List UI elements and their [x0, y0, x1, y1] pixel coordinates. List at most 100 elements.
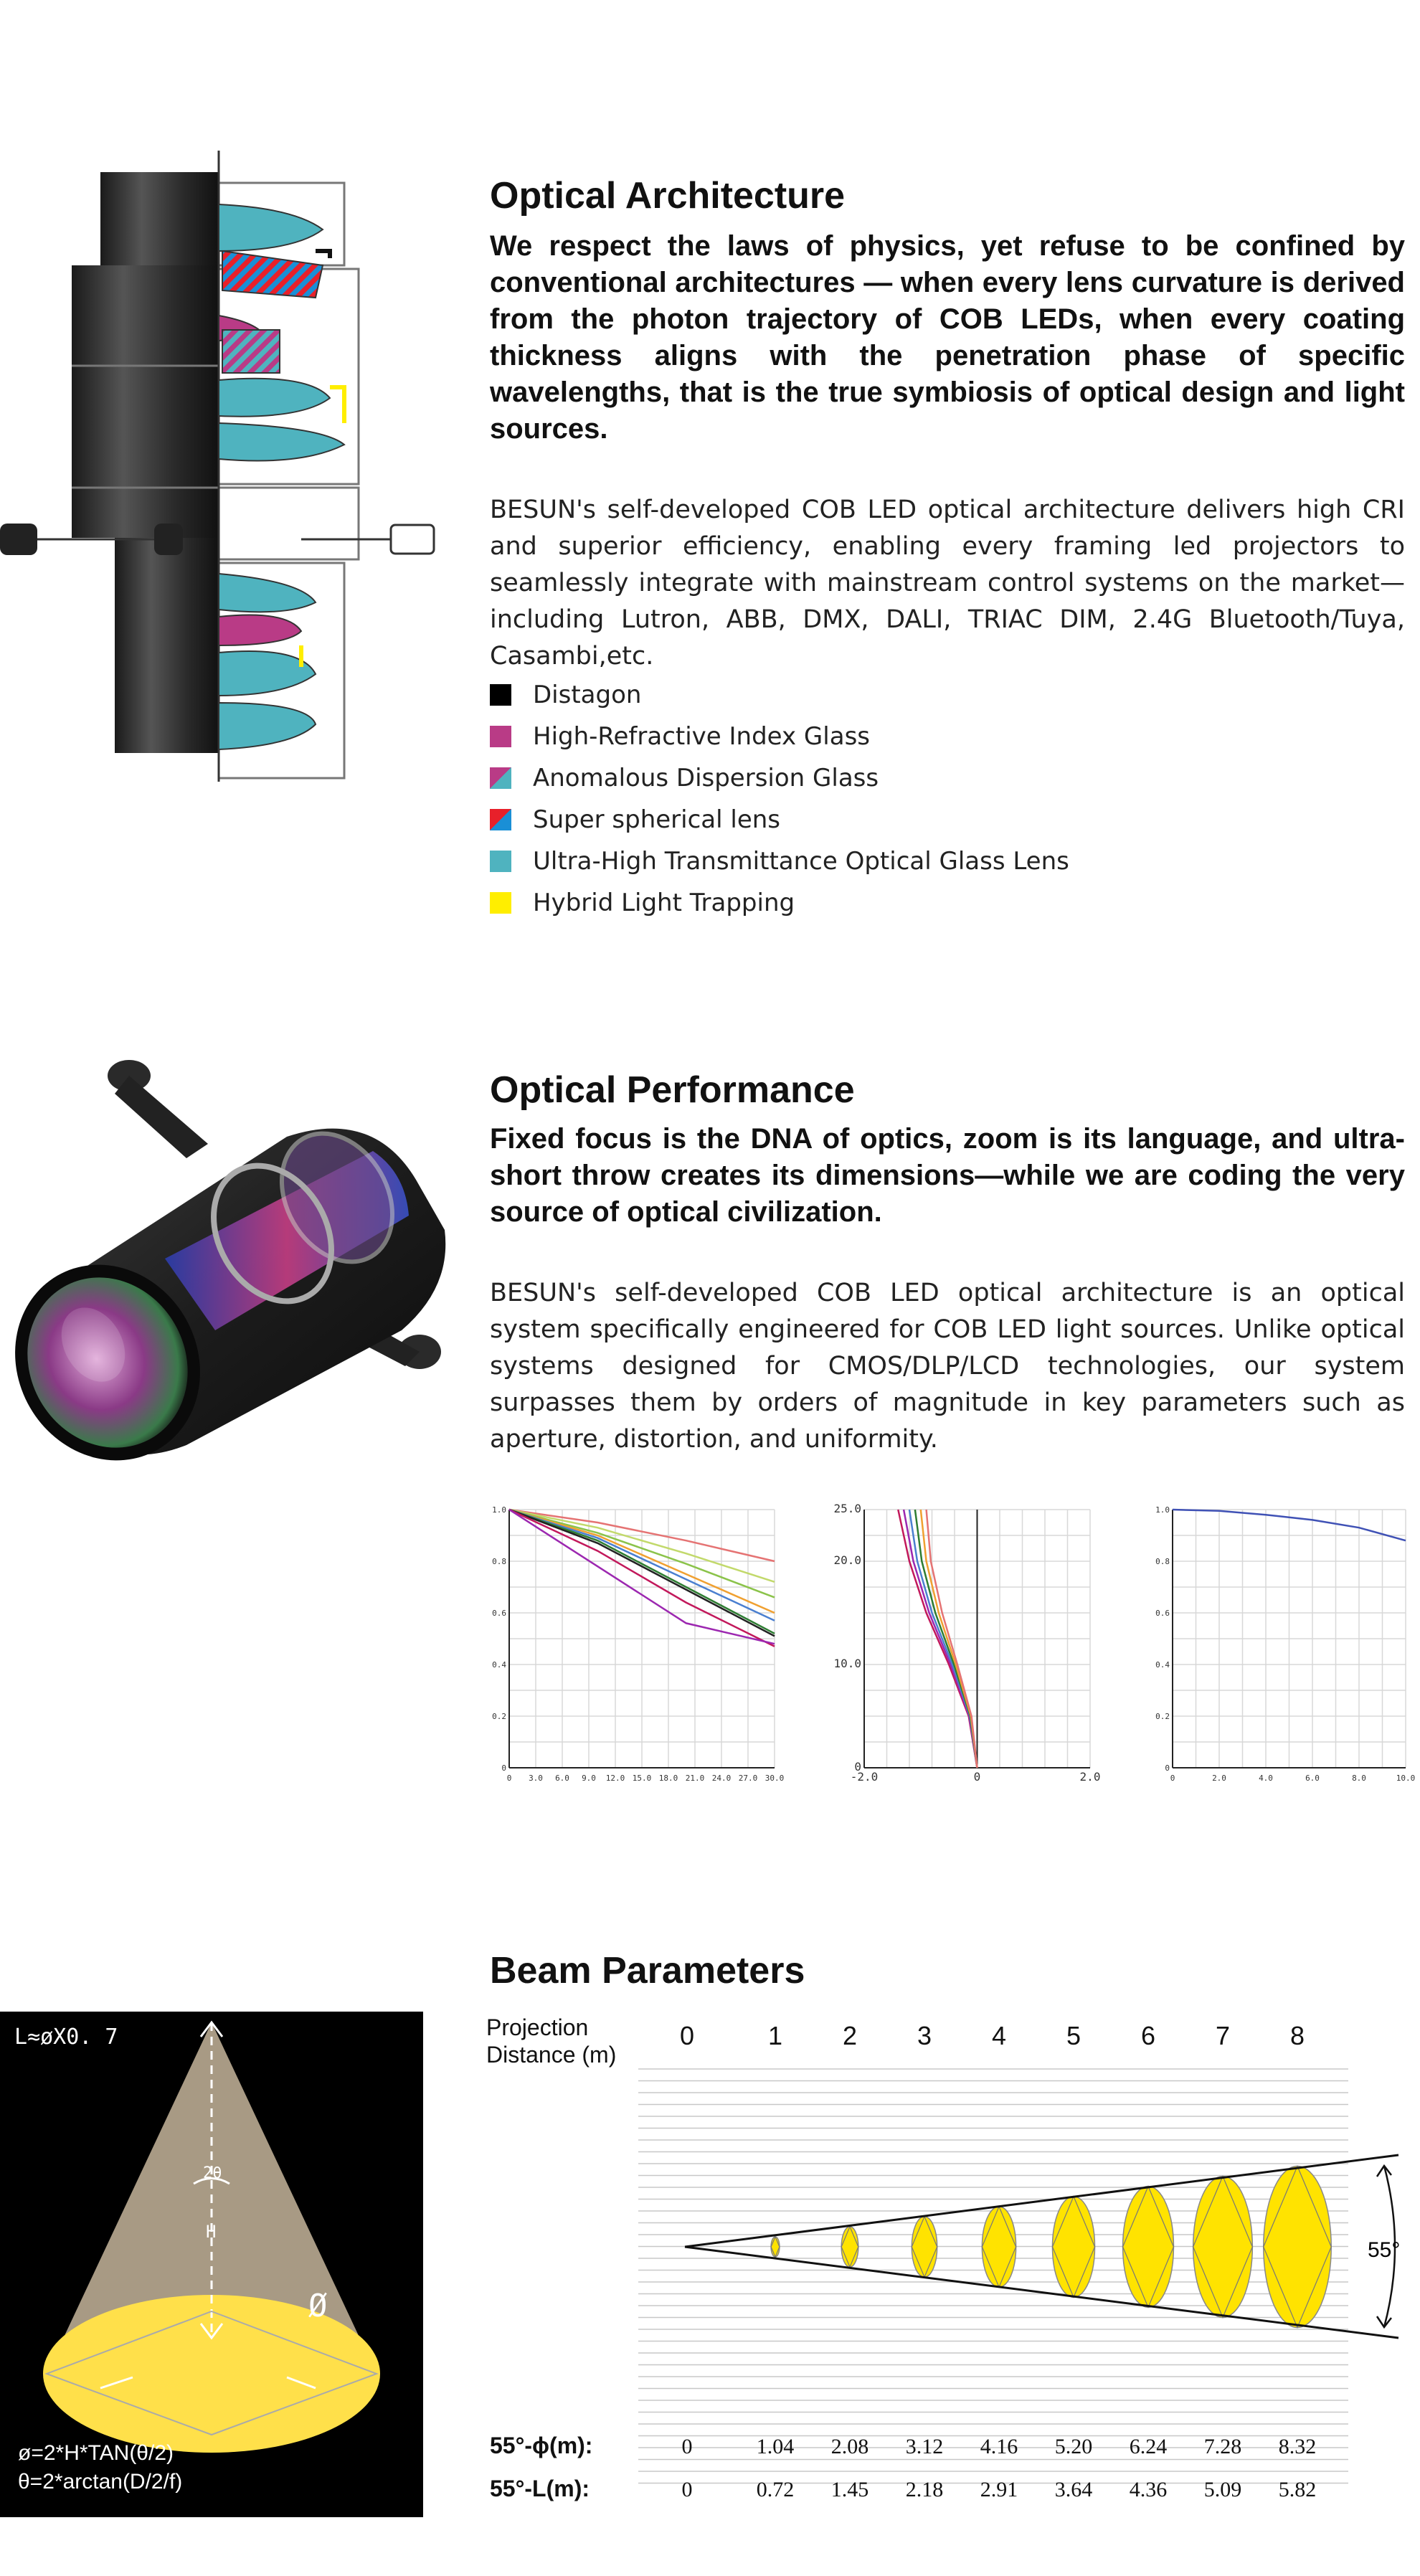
table-cell: 0 — [681, 2435, 693, 2458]
projection-label-line-1: Projection — [486, 2014, 589, 2040]
y-tick-label: 0.8 — [1155, 1557, 1170, 1566]
beam-spot-ellipse — [1051, 2195, 1096, 2298]
legend-item: Hybrid Light Trapping — [490, 882, 1069, 924]
swatch-yellow — [490, 892, 511, 914]
distance-label: 2 — [843, 2021, 857, 2050]
x-tick-label: 18.0 — [659, 1774, 678, 1783]
y-tick-label: 0 — [501, 1763, 506, 1773]
x-tick-label: 12.0 — [606, 1774, 625, 1783]
distance-label: 1 — [768, 2021, 782, 2050]
beam-spot-ellipse — [911, 2216, 938, 2278]
distance-label: 5 — [1066, 2021, 1081, 2050]
x-tick-label: 30.0 — [765, 1774, 785, 1783]
x-tick-label: 9.0 — [582, 1774, 596, 1783]
swatch-high-refractive — [490, 726, 511, 747]
distance-label: 7 — [1216, 2021, 1230, 2050]
y-tick-label: 0.8 — [492, 1557, 506, 1566]
legend-item: Ultra-High Transmittance Optical Glass L… — [490, 840, 1069, 882]
distance-label: 0 — [680, 2021, 694, 2050]
chart-series — [1172, 1508, 1406, 1542]
x-tick-label: 0 — [1170, 1774, 1175, 1783]
y-tick-label: 0.4 — [1155, 1660, 1170, 1670]
x-tick-label: 0 — [507, 1774, 512, 1783]
series-line — [508, 1508, 775, 1637]
x-tick-label: 2.0 — [1212, 1774, 1226, 1783]
legend-label: Anomalous Dispersion Glass — [533, 764, 879, 792]
series-line — [508, 1508, 775, 1583]
legend-label: Distagon — [533, 681, 642, 709]
x-tick-label: 21.0 — [686, 1774, 705, 1783]
swatch-super-spherical — [490, 809, 511, 830]
series-line — [508, 1508, 775, 1647]
legend-label: Hybrid Light Trapping — [533, 889, 795, 917]
x-tick-label: 6.0 — [1305, 1774, 1320, 1783]
table-cell: 5.09 — [1203, 2478, 1242, 2501]
table-cell: 5.82 — [1278, 2478, 1317, 2501]
formula-ratio: L≈øX0. 7 — [14, 2025, 118, 2050]
chart-grid — [863, 1509, 1091, 1768]
table-cell: 6.24 — [1129, 2435, 1168, 2458]
series-line — [508, 1508, 775, 1614]
series-line — [508, 1508, 775, 1645]
beam-spot-ellipse — [1192, 2175, 1254, 2319]
projection-label-line-2: Distance (m) — [486, 2042, 617, 2068]
architecture-lead: We respect the laws of physics, yet refu… — [490, 230, 1405, 445]
x-tick-label: 4.0 — [1259, 1774, 1273, 1783]
beam-spot-ellipse — [770, 2236, 780, 2258]
series-line — [508, 1508, 775, 1634]
table-cell: 2.08 — [830, 2435, 869, 2458]
y-tick-label: 0.2 — [1155, 1712, 1170, 1721]
length-row-label: 55°-L(m): — [490, 2476, 590, 2501]
table-cell: 0 — [681, 2478, 693, 2501]
x-tick-label: 2.0 — [1080, 1770, 1101, 1784]
x-tick-label: 10.0 — [1396, 1774, 1416, 1783]
y-tick-label: 0 — [854, 1760, 861, 1774]
glass-type-legend: Distagon High-Refractive Index Glass Ano… — [490, 674, 1069, 924]
table-cell: 3.64 — [1054, 2478, 1093, 2501]
distance-label: 3 — [917, 2021, 932, 2050]
beam-spot — [43, 2295, 380, 2453]
beam-spot-diamond — [1122, 2185, 1175, 2309]
series-line — [508, 1508, 775, 1563]
legend-label: High-Refractive Index Glass — [533, 722, 870, 751]
table-cell: 8.32 — [1278, 2435, 1317, 2458]
lens-cross-section-diagram — [0, 151, 435, 782]
y-tick-label: 1.0 — [1155, 1505, 1170, 1515]
beam-spot-ellipse — [1122, 2185, 1175, 2309]
architecture-body: BESUN's self-developed COB LED optical a… — [490, 496, 1405, 671]
table-cell: 5.20 — [1054, 2435, 1093, 2458]
y-tick-label: 25.0 — [833, 1502, 861, 1515]
height-label: H — [206, 2222, 216, 2242]
table-cell: 2.91 — [980, 2478, 1018, 2501]
table-cell: 7.28 — [1203, 2435, 1242, 2458]
y-tick-label: 0.2 — [492, 1712, 506, 1721]
x-tick-label: -2.0 — [851, 1770, 879, 1784]
series-line — [508, 1508, 775, 1599]
beam-spot-ellipse — [1263, 2165, 1332, 2329]
beam-edge-top — [684, 2154, 1399, 2248]
legend-label: Ultra-High Transmittance Optical Glass L… — [533, 847, 1069, 876]
beam-angle-label: 55° — [1368, 2238, 1400, 2262]
series-line — [925, 1509, 978, 1768]
beam-formula-diagram: L≈øX0. 7 2θ H Ø ø=2*H*TAN(θ/2) θ=2*arcta… — [0, 2012, 423, 2517]
y-tick-label: 0.6 — [1155, 1609, 1170, 1618]
x-tick-label: 15.0 — [633, 1774, 652, 1783]
x-tick-label: 24.0 — [712, 1774, 732, 1783]
swatch-anomalous — [490, 767, 511, 789]
legend-label: Super spherical lens — [533, 805, 781, 834]
diameter-symbol: Ø — [308, 2288, 328, 2324]
legend-item: Anomalous Dispersion Glass — [490, 757, 1069, 799]
legend-item: Super spherical lens — [490, 799, 1069, 840]
x-tick-label: 0 — [974, 1770, 981, 1784]
chart-series — [897, 1509, 978, 1768]
chart-grid — [508, 1509, 775, 1768]
y-tick-label: 0.6 — [492, 1609, 506, 1618]
performance-lead: Fixed focus is the DNA of optics, zoom i… — [490, 1123, 1405, 1228]
table-cell: 0.72 — [756, 2478, 795, 2501]
